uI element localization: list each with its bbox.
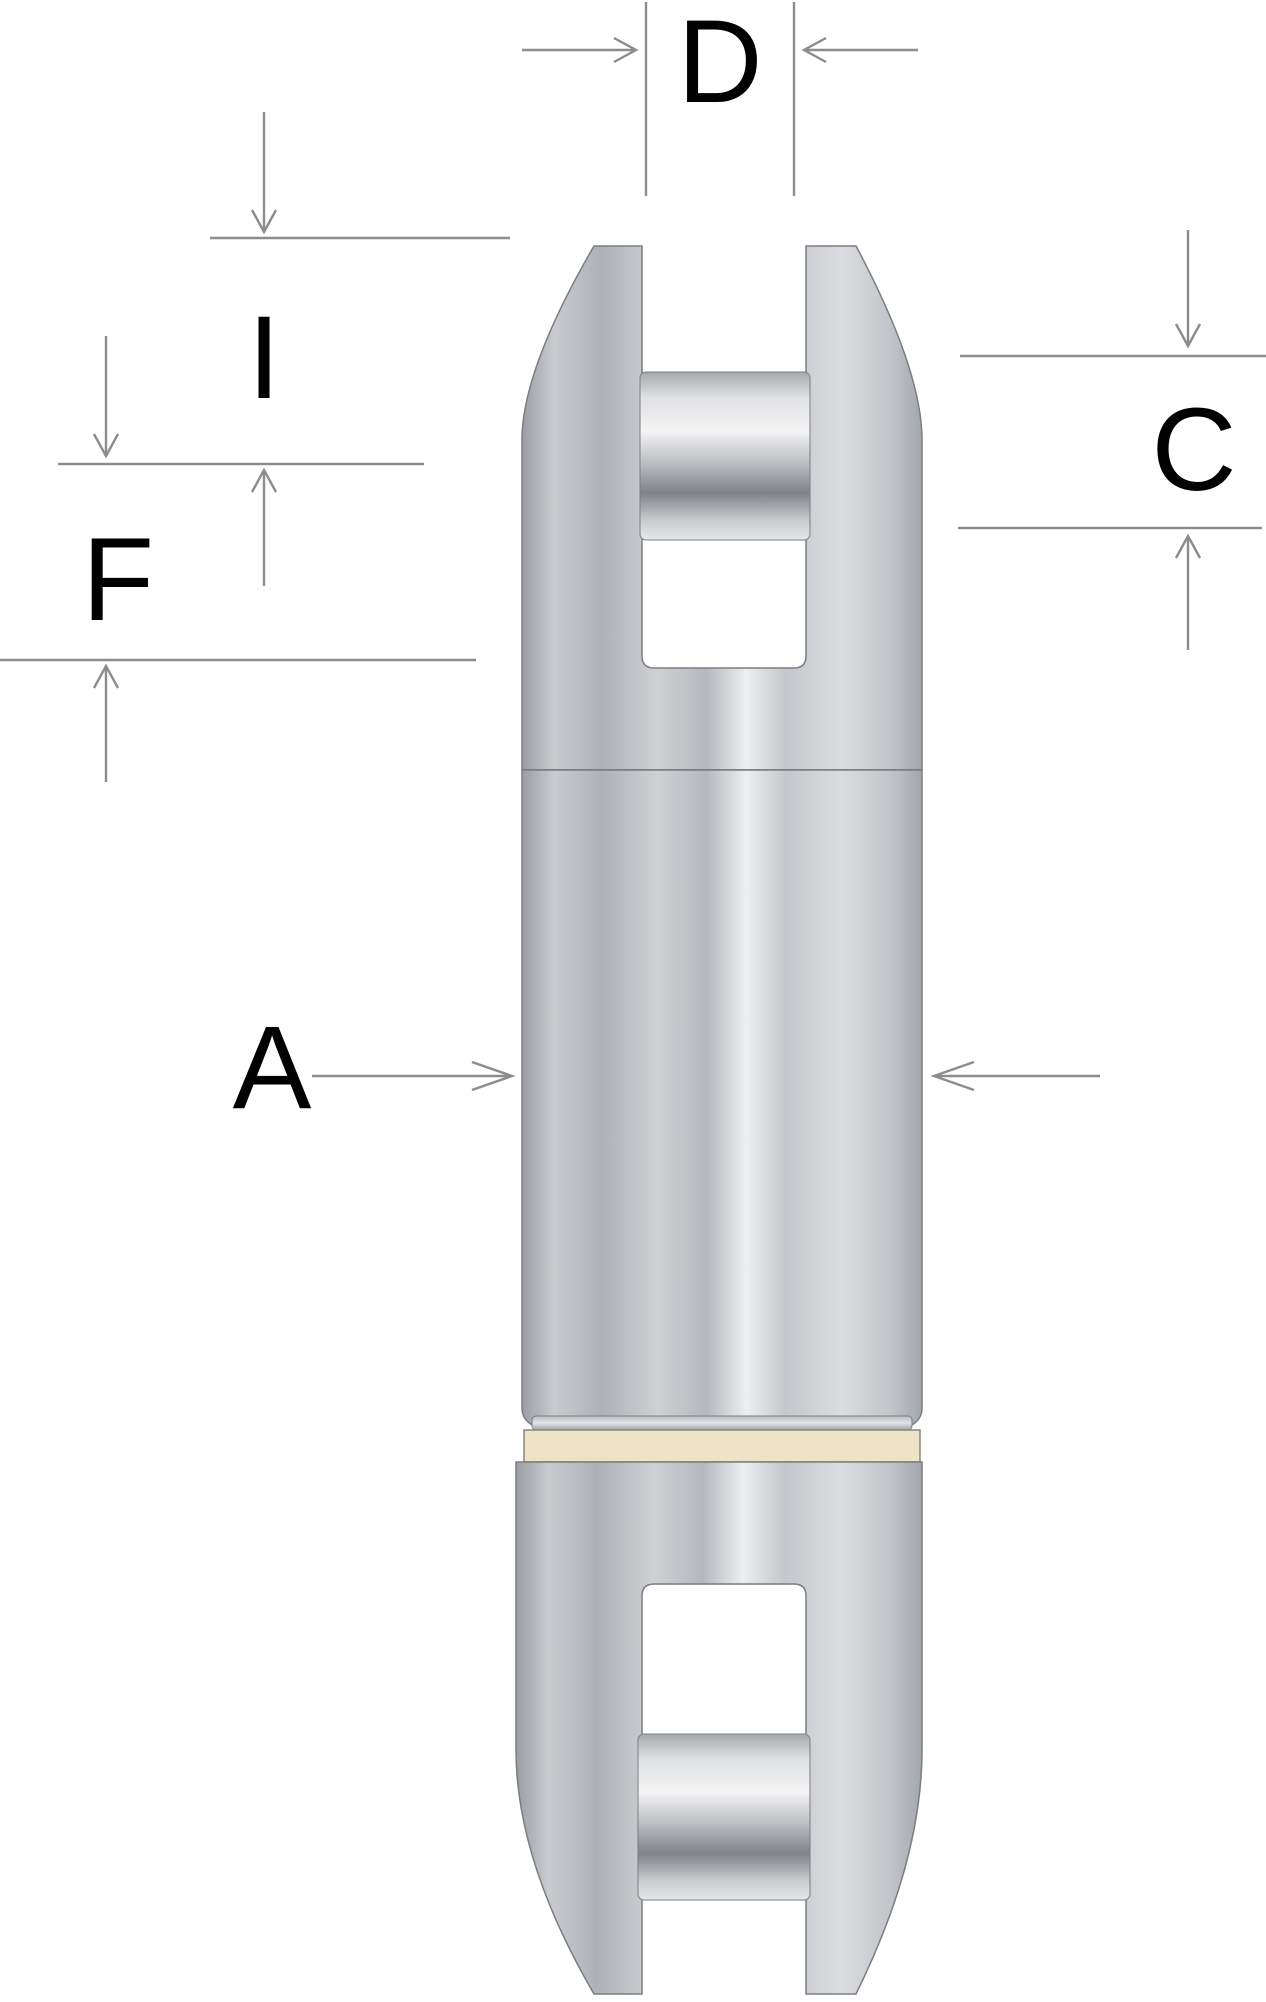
label-i: I [248, 292, 281, 424]
dimension-f: F [0, 336, 476, 782]
top-jaw [521, 245, 923, 771]
dimension-d: D [522, 0, 918, 196]
bottom-jaw [515, 1461, 923, 1995]
barrel [521, 769, 923, 1427]
dimension-i: I [210, 112, 510, 586]
bearing-washer [523, 1429, 921, 1463]
dimension-a: A [233, 1002, 1100, 1134]
dimension-c: C [958, 230, 1266, 650]
label-c: C [1151, 384, 1236, 516]
barrel-ring [531, 1415, 913, 1431]
swivel-body [515, 245, 923, 1995]
bottom-pin [637, 1733, 811, 1901]
label-d: D [677, 0, 762, 128]
top-pin [639, 371, 811, 541]
label-a: A [233, 1002, 312, 1134]
label-f: F [82, 514, 154, 646]
